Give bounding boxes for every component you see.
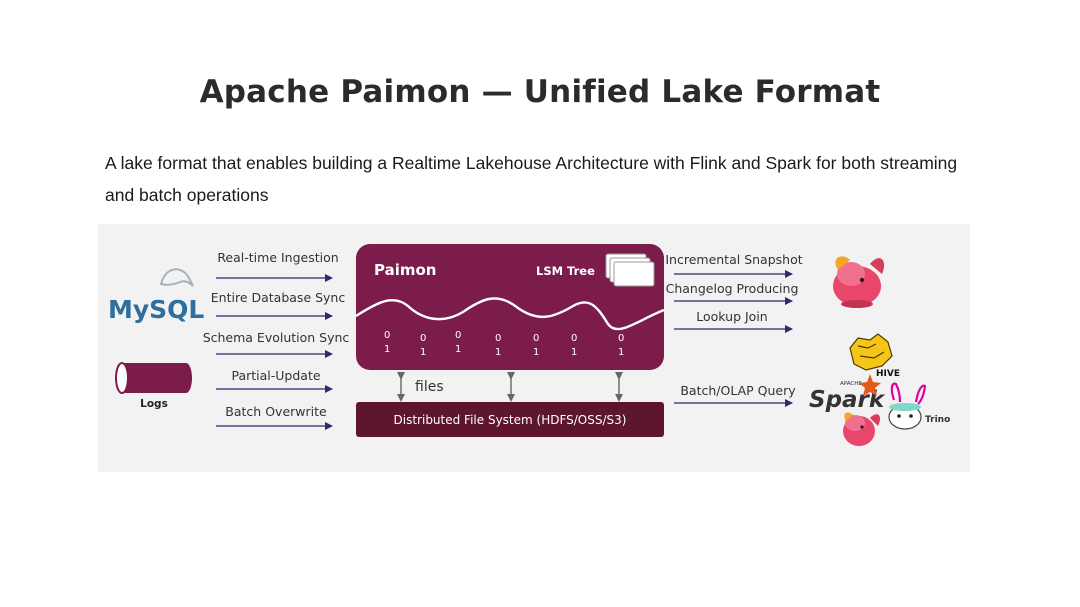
stream-wave <box>355 297 665 331</box>
lsm-pages-icon <box>605 253 655 287</box>
output-label-batch-olap-query: Batch/OLAP Query <box>680 383 796 398</box>
bit-digit: 0 <box>495 333 501 344</box>
bit-digit: 0 <box>571 333 577 344</box>
architecture-diagram: MySQL Logs Real-time Ingestion Entire Da… <box>98 224 970 472</box>
diagram-canvas: MySQL Logs Real-time Ingestion Entire Da… <box>108 244 950 446</box>
bit-digit: 1 <box>384 344 390 355</box>
bit-digit: 0 <box>420 333 426 344</box>
bit-digit: 1 <box>533 347 539 358</box>
input-label-batch-overwrite: Batch Overwrite <box>225 404 327 419</box>
paimon-box: Paimon LSM Tree 0 1 0 1 0 1 0 1 0 1 0 1 … <box>355 244 665 370</box>
spark-star-icon <box>859 374 881 396</box>
trino-label: Trino <box>925 415 950 425</box>
bit-digit: 0 <box>384 330 390 341</box>
bit-digit: 1 <box>420 347 426 358</box>
page-title: Apache Paimon — Unified Lake Format <box>199 74 881 110</box>
bit-digit: 1 <box>495 347 501 358</box>
logs-source: Logs <box>115 362 192 410</box>
dfs-label: Distributed File System (HDFS/OSS/S3) <box>394 413 627 427</box>
bit-digit: 0 <box>533 333 539 344</box>
files-label: files <box>415 379 444 395</box>
bit-digit: 1 <box>618 347 624 358</box>
flink-logo-icon <box>833 256 885 308</box>
input-label-schema-evolution-sync: Schema Evolution Sync <box>203 330 350 345</box>
spark-logo: APACHE Spark <box>809 374 886 413</box>
hive-logo-icon: HIVE <box>849 333 900 379</box>
bit-digit: 0 <box>618 333 624 344</box>
hive-label: HIVE <box>876 369 900 379</box>
bit-digit: 1 <box>571 347 577 358</box>
trino-logo-icon: Trino <box>888 382 950 430</box>
logs-label: Logs <box>140 398 168 410</box>
dfs-box: Distributed File System (HDFS/OSS/S3) <box>356 402 664 437</box>
output-label-lookup-join: Lookup Join <box>696 309 767 324</box>
page-subtitle: A lake format that enables building a Re… <box>105 153 958 205</box>
input-label-entire-database-sync: Entire Database Sync <box>211 290 346 305</box>
output-label-changelog-producing: Changelog Producing <box>666 281 799 296</box>
mysql-logo: MySQL <box>108 268 204 324</box>
dolphin-icon <box>159 268 194 287</box>
output-label-incremental-snapshot: Incremental Snapshot <box>665 252 802 267</box>
input-label-realtime-ingestion: Real-time Ingestion <box>217 250 338 265</box>
spark-apache-label: APACHE <box>840 381 862 387</box>
flink-logo-small-icon <box>843 412 881 446</box>
paimon-title: Paimon <box>374 261 436 279</box>
bit-digit: 0 <box>455 330 461 341</box>
bit-digit: 1 <box>455 344 461 355</box>
mysql-text: MySQL <box>108 295 204 324</box>
lsm-tree-label: LSM Tree <box>536 264 595 278</box>
input-label-partial-update: Partial-Update <box>231 368 320 383</box>
